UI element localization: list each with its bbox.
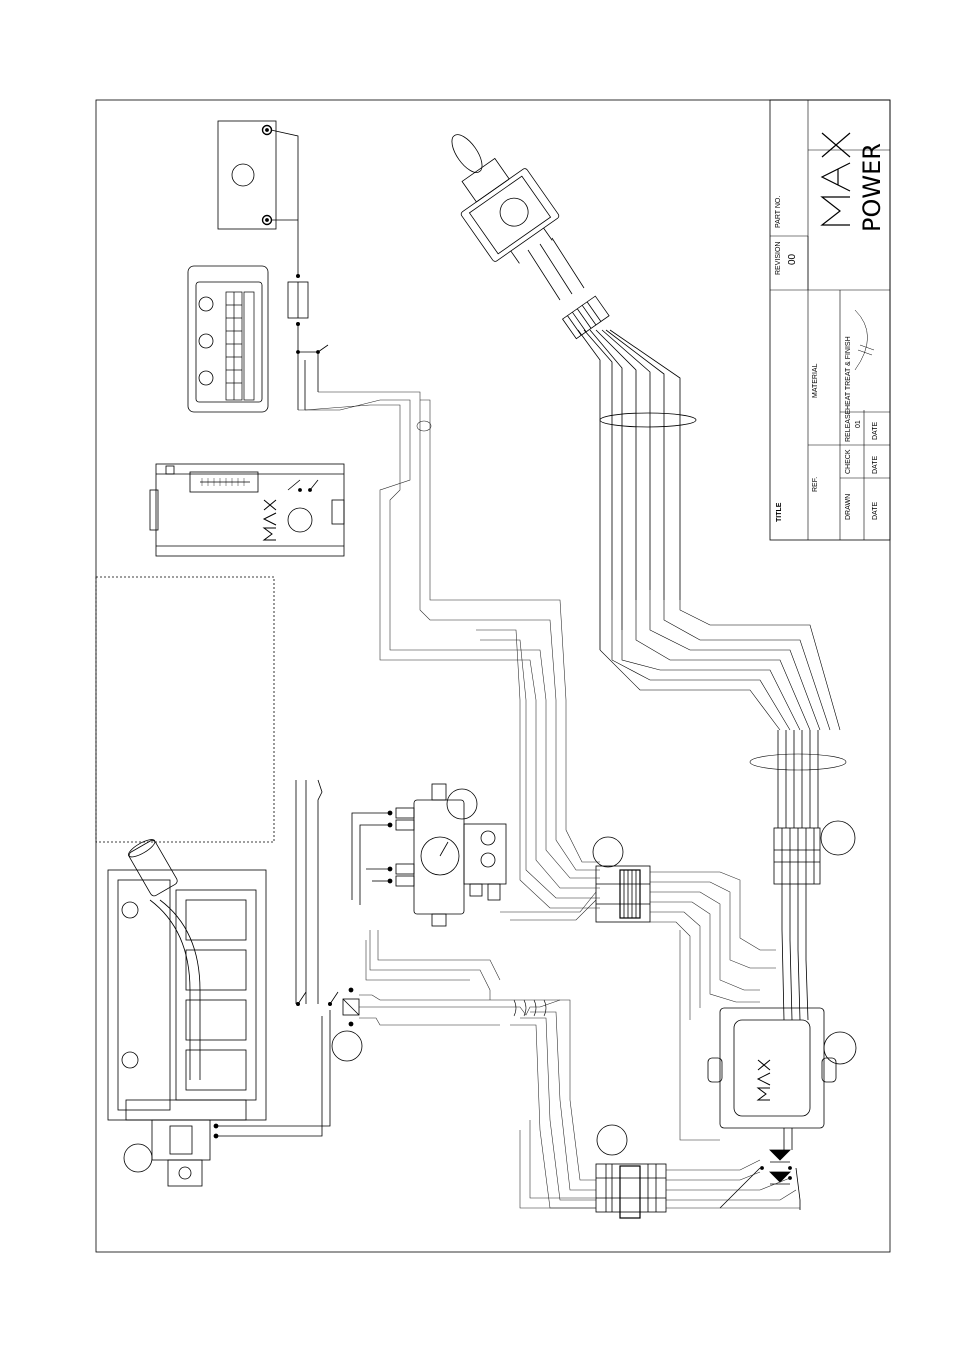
revision-label: REVISION xyxy=(775,242,782,275)
release-value: 01 xyxy=(855,420,862,428)
engine-drawing xyxy=(108,836,330,1186)
date-label-1: DATE xyxy=(872,502,879,520)
fuse-and-switch xyxy=(288,240,328,410)
release-label: RELEASE xyxy=(845,409,852,442)
joystick-harness xyxy=(600,590,846,770)
title-block-logo: POWER xyxy=(822,133,886,232)
battery-box xyxy=(218,121,298,240)
charger-unit xyxy=(150,464,344,556)
charger-logo xyxy=(264,500,276,540)
wire-crossings xyxy=(514,1000,546,1016)
controller-box xyxy=(708,1008,856,1128)
fuse-box xyxy=(188,266,268,412)
date-label-2: DATE xyxy=(872,456,879,474)
wire-runs xyxy=(298,392,800,1208)
material-label: MATERIAL xyxy=(812,363,819,398)
controller-logo xyxy=(758,1060,770,1100)
title-label: TITLE xyxy=(776,502,783,522)
brand-product-word: POWER xyxy=(858,143,886,232)
revision-value: 00 xyxy=(787,253,798,265)
joystick-controller xyxy=(422,113,696,650)
ref-label: REF. xyxy=(812,477,819,492)
connector-bottom xyxy=(596,1125,666,1218)
date-label-3: DATE xyxy=(872,422,879,440)
drawing-border xyxy=(96,100,890,1252)
check-label: CHECK xyxy=(845,449,852,474)
drawn-label: DRAWN xyxy=(845,494,852,520)
part-no-label: PART NO. xyxy=(775,196,782,228)
dashed-reserved-area xyxy=(96,577,274,842)
connector-right xyxy=(774,730,855,1020)
connector-center xyxy=(596,866,650,922)
diode-pair xyxy=(720,1128,800,1210)
valve-assembly xyxy=(352,784,623,926)
heat-treat-label: HEAT TREAT & FINISH xyxy=(845,336,852,410)
